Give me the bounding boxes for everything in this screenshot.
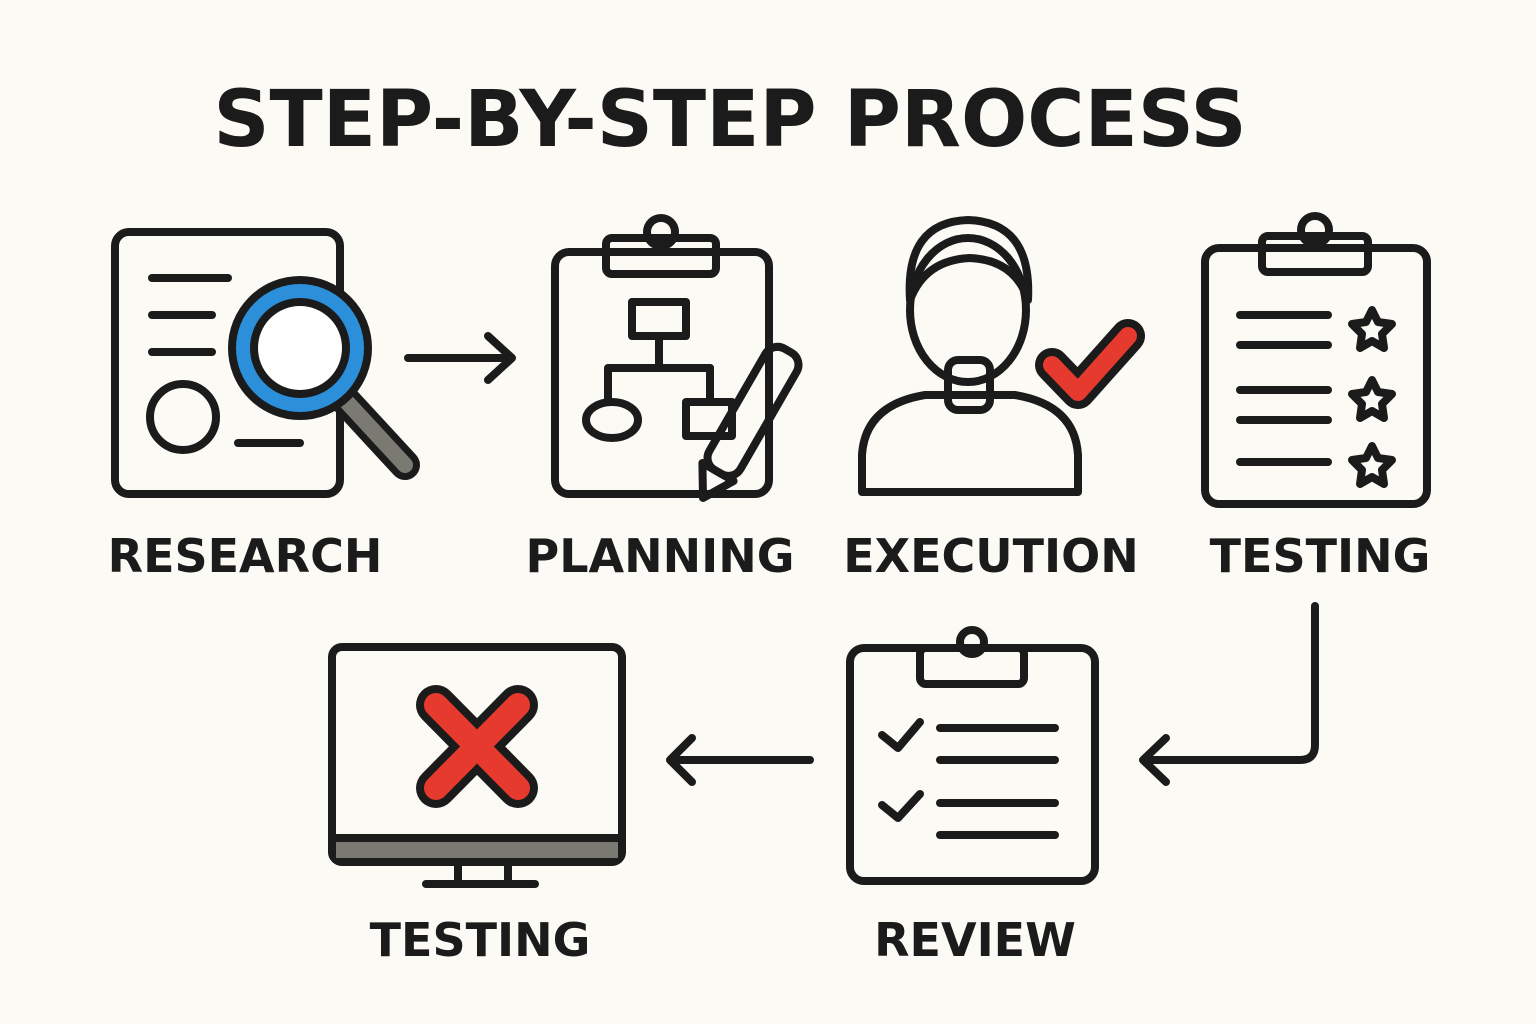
- monitor-error-icon: [328, 643, 626, 888]
- step-label-research: RESEARCH: [108, 529, 383, 583]
- document-magnifier-icon: [111, 228, 420, 498]
- page-title: STEP-BY-STEP PROCESS: [213, 75, 1246, 165]
- clipboard-checklist-icon: [846, 626, 1099, 885]
- step-label-execution: EXECUTION: [843, 529, 1139, 583]
- step-label-testing: TESTING: [1210, 529, 1431, 583]
- arrow-down-left-icon: [1139, 602, 1319, 786]
- person-checkmark-icon: [858, 216, 1145, 496]
- step-label-planning: PLANNING: [526, 529, 795, 583]
- arrow-right-icon: [404, 332, 516, 384]
- clipboard-stars-icon: [1201, 212, 1431, 508]
- step-label-review: REVIEW: [874, 913, 1076, 967]
- step-label-testing-final: TESTING: [370, 913, 591, 967]
- clipboard-flowchart-icon: [551, 214, 803, 502]
- arrow-left-icon: [666, 734, 814, 786]
